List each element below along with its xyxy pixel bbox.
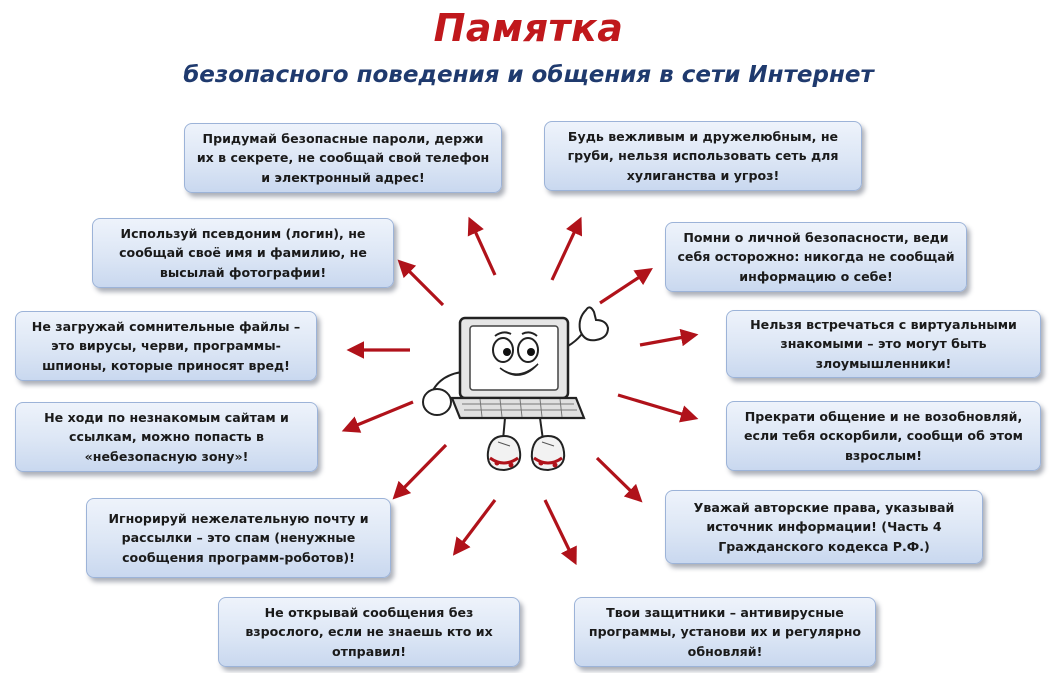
tip-copyright: Уважай авторские права, указывай источни… — [665, 490, 983, 564]
tip-unknown-senders-text: Не открывай сообщения без взрослого, есл… — [245, 604, 493, 659]
arrow-unknown-senders — [452, 499, 497, 556]
tip-polite: Будь вежливым и дружелюбным, не груби, н… — [544, 121, 862, 191]
tip-suspicious-files: Не загружай сомнительные файлы – это вир… — [15, 311, 317, 381]
tip-unknown-senders: Не открывай сообщения без взрослого, есл… — [218, 597, 520, 667]
arrow-virtual-friends — [639, 328, 699, 347]
arrow-passwords — [467, 216, 497, 276]
tip-antivirus-text: Твои защитники – антивирусные программы,… — [588, 604, 862, 659]
tip-virtual-friends-text: Нельзя встречаться с виртуальными знаком… — [750, 316, 1017, 371]
tip-antivirus: Твои защитники – антивирусные программы,… — [574, 597, 876, 667]
tip-passwords-text: Придумай безопасные пароли, держи их в с… — [196, 130, 490, 185]
tip-copyright-text: Уважай авторские права, указывай источни… — [693, 499, 955, 554]
tip-personal-safety: Помни о личной безопасности, веди себя о… — [665, 222, 967, 292]
arrow-unknown-sites — [341, 400, 414, 433]
tip-stop-insults: Прекрати общение и не возобновляй, если … — [726, 401, 1041, 471]
arrows — [341, 216, 699, 566]
arrow-antivirus — [543, 499, 577, 566]
tip-unknown-sites: Не ходи по незнакомым сайтам и ссылкам, … — [15, 402, 318, 472]
tip-virtual-friends: Нельзя встречаться с виртуальными знаком… — [726, 310, 1041, 378]
arrow-polite — [550, 216, 583, 281]
tip-stop-insults-text: Прекрати общение и не возобновляй, если … — [744, 408, 1023, 463]
tip-polite-text: Будь вежливым и дружелюбным, не груби, н… — [567, 128, 839, 183]
tip-suspicious-files-text: Не загружай сомнительные файлы – это вир… — [31, 318, 301, 373]
tip-personal-safety-text: Помни о личной безопасности, веди себя о… — [677, 229, 955, 284]
arrow-stop-insults — [617, 393, 699, 423]
tip-passwords: Придумай безопасные пароли, держи их в с… — [184, 123, 502, 193]
tip-spam: Игнорируй нежелательную почту и рассылки… — [86, 498, 391, 578]
tip-unknown-sites-text: Не ходи по незнакомым сайтам и ссылкам, … — [44, 409, 289, 464]
arrow-pseudonym — [397, 259, 445, 307]
arrow-copyright — [595, 456, 643, 503]
tip-pseudonym: Используй псевдоним (логин), не сообщай … — [92, 218, 394, 288]
tip-spam-text: Игнорируй нежелательную почту и рассылки… — [108, 510, 369, 565]
laptop-mascot-icon — [422, 306, 610, 472]
arrow-personal-safety — [599, 268, 653, 305]
page-title: Памятка — [433, 6, 624, 50]
arrow-spam — [392, 443, 448, 500]
page-subtitle: безопасного поведения и общения в сети И… — [183, 62, 874, 88]
tip-pseudonym-text: Используй псевдоним (логин), не сообщай … — [119, 225, 367, 280]
